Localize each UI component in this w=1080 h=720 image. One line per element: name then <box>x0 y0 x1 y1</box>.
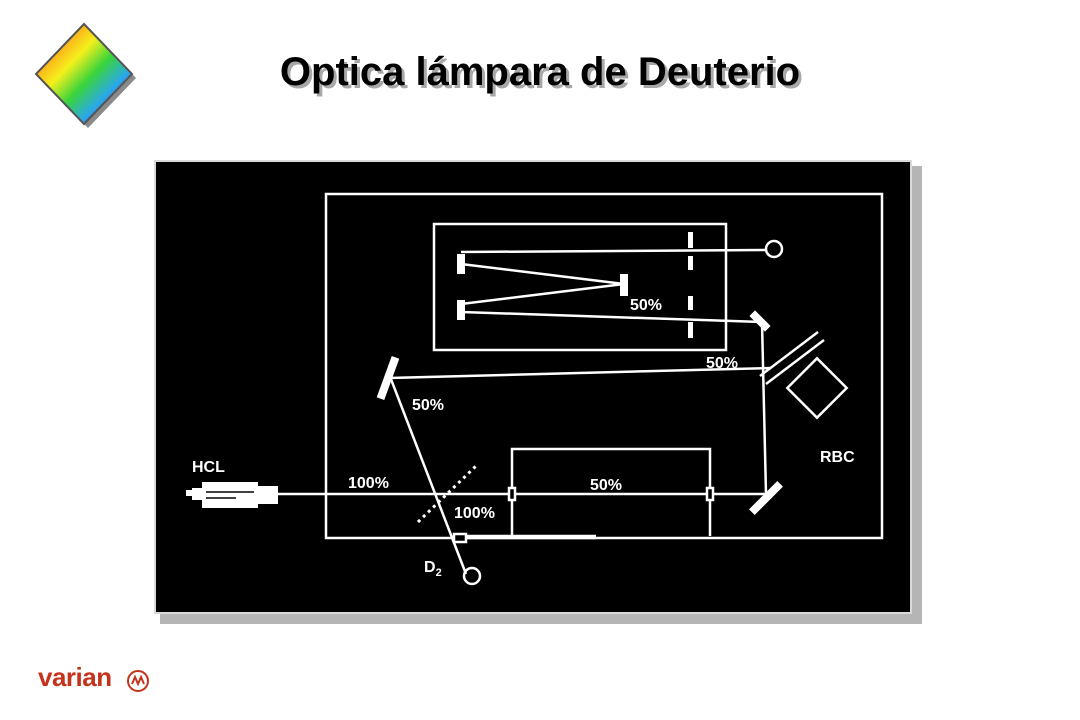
mirror-bottom-right <box>749 481 783 515</box>
diagram-frame: HCL RBC D2 50% 50% 50% 100% 100% 50% <box>154 160 912 614</box>
slide-title: Optica lámpara de Deuterio <box>279 50 801 94</box>
mirror-left <box>376 355 400 401</box>
detector-circle <box>764 239 784 259</box>
optics-schematic: HCL RBC D2 50% 50% 50% 100% 100% 50% <box>186 192 884 586</box>
mirror-upper-left <box>457 254 465 274</box>
slit-top <box>688 232 693 248</box>
percent-left-mirror: 50% <box>412 397 444 414</box>
percent-upper-box: 50% <box>630 297 662 314</box>
mirror-lower-left <box>457 300 465 320</box>
beam-left-mirror-to-right <box>388 366 772 380</box>
beam-entrance <box>460 310 763 324</box>
optics-diagram: HCL RBC D2 50% 50% 50% 100% 100% 50% <box>154 160 922 624</box>
beam-mirror-to-upper-right <box>760 321 768 495</box>
rbc-label: RBC <box>820 449 855 466</box>
percent-right-beam: 50% <box>706 355 738 372</box>
rainbow-diamond-logo <box>34 22 136 128</box>
slit-upper <box>688 256 693 270</box>
slit-bottom <box>688 322 693 338</box>
hcl-label: HCL <box>192 459 225 476</box>
rbc-sensor <box>785 356 849 420</box>
slit-lower <box>688 296 693 310</box>
mirror-top-right <box>749 310 771 332</box>
percent-hcl-beam: 100% <box>348 475 389 492</box>
beam-from-grating <box>460 282 625 306</box>
grating <box>620 274 628 296</box>
varian-logo-text: varian <box>38 662 112 692</box>
instrument-enclosure <box>324 192 884 540</box>
d2-label: D2 <box>424 559 442 579</box>
d2-lamp-circle <box>462 566 482 586</box>
monochromator-box <box>432 222 728 352</box>
varian-emblem-icon <box>127 670 149 692</box>
beam-to-grating <box>460 262 625 286</box>
beam-exit-to-detector <box>460 248 767 254</box>
percent-sample-cell: 50% <box>590 477 622 494</box>
percent-after-splitter: 100% <box>454 505 495 522</box>
d2-lamp <box>452 532 468 544</box>
